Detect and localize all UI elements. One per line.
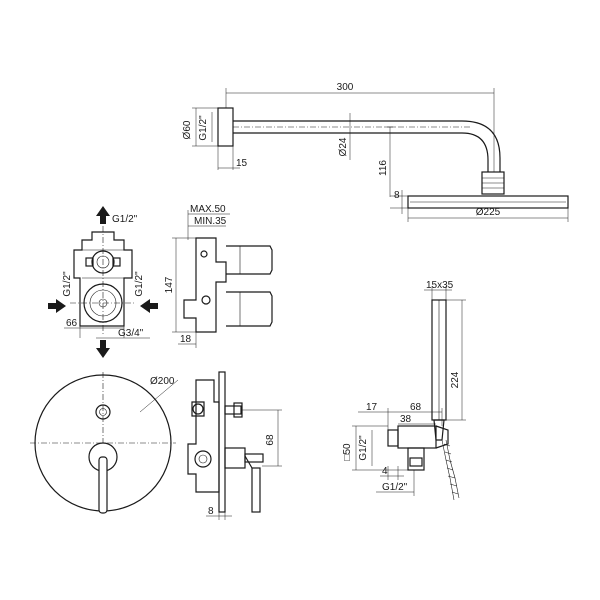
valve-side-view: MAX.50 MIN.35 147 18	[164, 204, 273, 348]
dim-outlet-thread: G1/2"	[382, 482, 408, 493]
cartridge-lower	[226, 291, 273, 327]
dim-offset: 17	[366, 402, 378, 413]
label-top-thread: G1/2"	[112, 214, 138, 225]
diverter-stem	[224, 405, 242, 415]
label-right-thread: G1/2"	[134, 271, 145, 297]
mixer-handle-lever	[98, 456, 108, 514]
dim-flange-dia: Ø60	[182, 120, 193, 139]
dim-arm-dia: Ø24	[338, 137, 349, 156]
arrow-down-icon	[96, 340, 110, 358]
dim-plate-dia: Ø200	[150, 376, 175, 387]
dim-wall-gap: 4	[382, 466, 388, 477]
shower-arm-view: 300 Ø60 G1/2" 15 Ø24 116 8 Ø225	[182, 82, 569, 222]
dim-outlet-size: □50	[342, 443, 353, 461]
shower-hose	[441, 439, 455, 501]
diverter-knob	[95, 404, 111, 420]
dim-bracket-depth: 38	[400, 414, 412, 425]
dim-handle-length: 68	[265, 434, 276, 446]
dim-drop: 116	[378, 160, 389, 176]
dim-head-size: 15x35	[426, 280, 454, 291]
dim-head-thickness: 8	[394, 190, 400, 201]
valve-front-view: G1/2" G1/2" G1/2" 66 G3/4"	[48, 206, 158, 358]
dim-valve-height: 147	[164, 276, 175, 293]
dim-bracket-width: 68	[410, 402, 422, 413]
shower-arm	[233, 120, 501, 172]
handle-side-lever	[244, 453, 264, 463]
dim-plate-thickness: 8	[208, 506, 214, 517]
trim-side-plate	[218, 371, 226, 513]
dim-valve-width: 66	[66, 318, 78, 329]
dim-valve-base: 18	[180, 334, 192, 345]
wall-flange	[217, 107, 234, 147]
hose-outlet	[407, 447, 425, 471]
dim-head-dia: Ø225	[476, 207, 501, 218]
dim-min-depth: MIN.35	[194, 216, 227, 227]
cartridge-upper	[226, 245, 273, 275]
valve-side-body	[183, 237, 227, 333]
handle-side-body	[224, 447, 246, 469]
dim-max-depth: MAX.50	[190, 204, 226, 215]
dim-bracket-thread: G1/2"	[358, 435, 369, 461]
label-bottom-thread: G3/4"	[118, 328, 144, 339]
hand-shower-view: 15x35 224 17 68 38 □50 G1/2" 4 G1/2"	[342, 280, 466, 501]
trim-side-view: 68 8	[187, 371, 282, 520]
dim-arm-thread: G1/2"	[198, 115, 209, 141]
valve-side-body-installed	[187, 379, 220, 493]
trim-front-view: Ø200	[30, 372, 179, 514]
arrow-up-icon	[96, 206, 110, 224]
dim-flange-depth: 15	[236, 158, 248, 169]
dim-hand-shower-length: 224	[450, 371, 461, 388]
shower-head	[407, 195, 569, 209]
arrow-right-icon	[48, 299, 66, 313]
label-left-thread: G1/2"	[62, 271, 73, 297]
arrow-left-icon	[140, 299, 158, 313]
bracket-body	[397, 425, 437, 449]
dim-arm-length: 300	[337, 82, 354, 93]
